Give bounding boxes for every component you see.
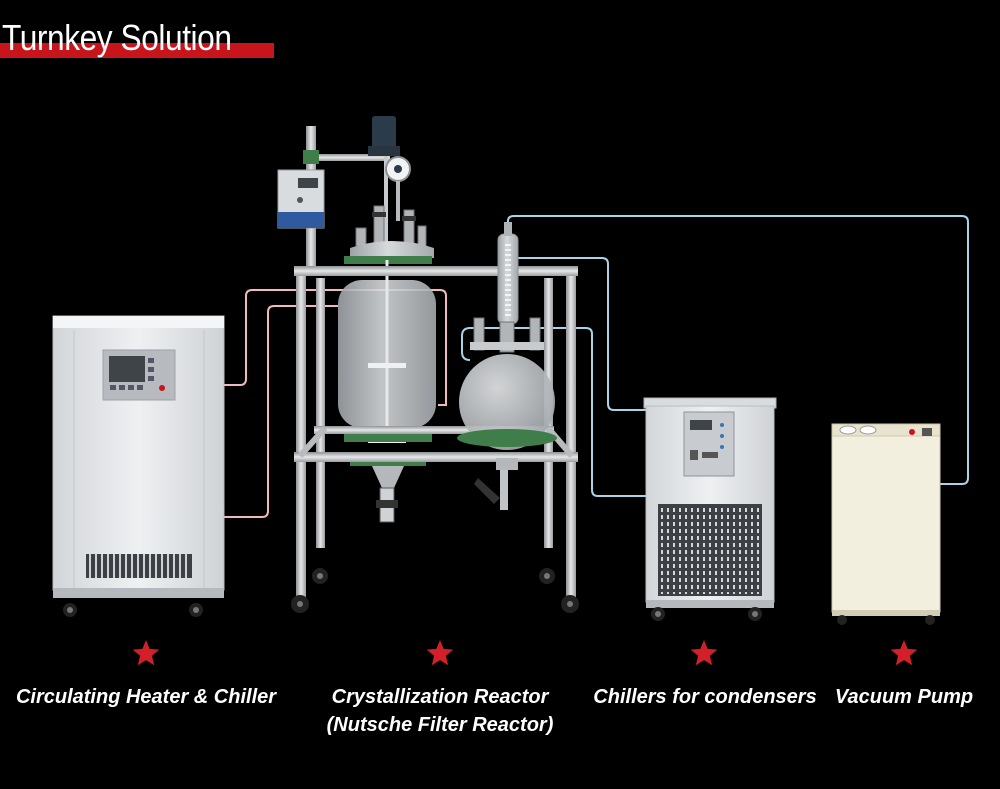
display-screen — [109, 356, 145, 382]
label-line: Circulating Heater & Chiller — [15, 686, 277, 708]
label-line: (Nutsche Filter Reactor) — [326, 714, 554, 736]
heating-hoses — [224, 289, 447, 518]
label-line: Crystallization Reactor — [331, 686, 549, 708]
star-icon — [890, 640, 918, 666]
star-icon — [426, 640, 454, 666]
receiving-flask — [459, 354, 555, 450]
label-line: Vacuum Pump — [834, 686, 974, 708]
condenser-chiller-unit — [643, 397, 777, 621]
circulating-heater-chiller-unit — [52, 315, 225, 617]
label-reactor: Crystallization Reactor (Nutsche Filter … — [310, 683, 570, 739]
label-heater-chiller: Circulating Heater & Chiller — [12, 683, 280, 711]
star-icon — [690, 640, 718, 666]
vacuum-pump-unit — [831, 423, 941, 625]
label-vacuum-pump: Vacuum Pump — [828, 683, 980, 711]
stirrer-motor — [372, 116, 396, 150]
page-title: Turnkey Solution — [2, 17, 232, 58]
title-underline-bar — [0, 43, 274, 58]
crystallization-reactor-assembly — [277, 116, 579, 613]
star-icon — [132, 640, 160, 666]
cooling-hoses — [461, 215, 969, 497]
label-condenser-chillers: Chillers for condensers — [590, 683, 820, 711]
label-line: Chillers for condensers — [593, 686, 817, 708]
